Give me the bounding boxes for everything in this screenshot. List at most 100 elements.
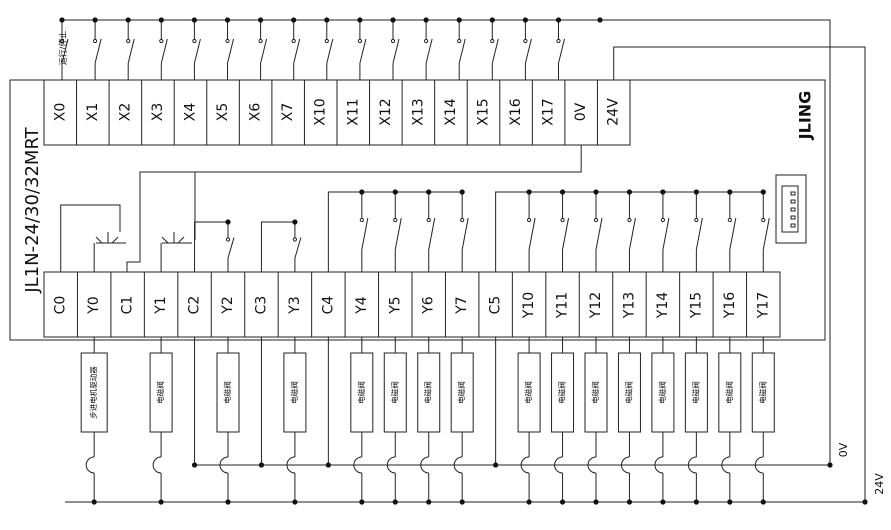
output-terminal-y7: Y7 <box>454 296 470 314</box>
output-relay-y3 <box>294 237 302 259</box>
input-terminal-x16: X16 <box>508 98 524 125</box>
junction-dot <box>292 499 298 505</box>
wire-crossover <box>420 456 429 474</box>
switch-contact <box>225 237 231 242</box>
output-relay-y16 <box>729 217 737 250</box>
transistor-y0-icon <box>95 236 126 244</box>
switch-contact <box>457 38 462 44</box>
output-terminal-c2: C2 <box>187 296 203 315</box>
input-switch-x14 <box>458 38 466 64</box>
junction-dot <box>390 17 396 23</box>
junction-dot <box>456 17 462 23</box>
junction-dot <box>626 499 633 505</box>
wire-crossover <box>219 456 229 474</box>
wire-input-0v-to-c1 <box>126 145 582 272</box>
junction-dot <box>423 17 429 23</box>
junction-dot <box>225 499 231 505</box>
output-relay-y11 <box>562 217 570 250</box>
load-solenoid-valve <box>149 352 173 433</box>
switch-contact <box>357 38 362 44</box>
junction-dot <box>59 17 65 23</box>
load-valve-label: 电磁阀 <box>523 381 533 404</box>
wire-crossover <box>554 456 563 474</box>
junction-dot <box>559 189 566 195</box>
junction-dot <box>693 499 699 505</box>
input-switch-x16 <box>524 38 532 64</box>
run-stop-label: 运行/停止 <box>58 31 68 66</box>
input-terminal-x4: X4 <box>183 103 199 122</box>
switch-contact <box>292 237 298 242</box>
switch-contact <box>593 217 599 223</box>
output-relay-y6 <box>428 217 436 250</box>
wire-crossover <box>687 456 697 474</box>
load-valve-label: 电磁阀 <box>590 381 600 404</box>
input-terminal-x12: X12 <box>378 98 394 125</box>
input-terminal-x14: X14 <box>443 98 459 125</box>
switch-contact <box>324 38 329 44</box>
switch-contact <box>424 38 429 44</box>
junction-dot <box>426 189 432 195</box>
switch-contact <box>694 217 699 223</box>
junction-dot <box>660 499 666 505</box>
junction-dot <box>125 17 131 23</box>
wire-crossover <box>453 456 463 474</box>
junction-dot <box>862 499 868 505</box>
junction-dot <box>225 219 231 225</box>
junction-dot <box>827 462 833 468</box>
junction-dot <box>324 17 330 23</box>
input-switch-x12 <box>392 38 400 64</box>
switch-contact <box>393 217 398 223</box>
input-switch-x15 <box>491 38 499 64</box>
output-terminal-c5: C5 <box>488 296 504 315</box>
junction-dot <box>392 499 398 505</box>
junction-dot <box>459 189 465 195</box>
plc-model-label: JL1N-24/30/32MRT <box>22 126 43 293</box>
input-switch-x2 <box>127 38 135 64</box>
switch-contact <box>460 217 465 223</box>
wire-crossover <box>721 456 730 474</box>
expansion-port <box>775 174 807 244</box>
input-terminal-0v: 0V <box>573 102 589 121</box>
load-valve-label: 电磁阀 <box>289 381 299 404</box>
load-solenoid-valve <box>651 352 675 433</box>
input-terminal-x0: X0 <box>52 103 68 122</box>
junction-dot <box>158 17 164 23</box>
wire-crossover <box>654 456 663 474</box>
load-valve-label: 电磁阀 <box>389 381 399 404</box>
junction-dot <box>357 17 363 23</box>
switch-contact <box>560 217 565 223</box>
junction-dot <box>760 189 766 195</box>
junction-dot <box>760 499 766 505</box>
load-solenoid-valve <box>450 352 474 433</box>
output-relay-y17 <box>762 217 770 250</box>
input-switch-x17 <box>558 38 565 64</box>
junction-dot <box>258 462 265 468</box>
load-solenoid-valve <box>617 352 641 433</box>
output-relay-y14 <box>662 217 670 250</box>
load-solenoid-valve <box>283 352 307 433</box>
junction-dot <box>426 499 432 505</box>
output-terminal-y2: Y2 <box>220 296 236 314</box>
load-valve-label: 电磁阀 <box>155 381 165 404</box>
load-solenoid-valve <box>517 352 541 433</box>
output-relay-y12 <box>595 217 603 250</box>
junction-dot <box>359 189 365 195</box>
switch-contact <box>225 38 230 44</box>
load-solenoid-valve <box>216 352 240 433</box>
junction-dot <box>593 189 599 195</box>
wire-crossover <box>353 456 362 474</box>
junction-dot <box>597 17 603 23</box>
expansion-port-pins <box>790 191 796 228</box>
input-terminal-x1: X1 <box>85 103 101 122</box>
switch-contact <box>523 38 528 44</box>
wire-c0 <box>60 204 121 272</box>
input-switch-x1 <box>94 38 102 64</box>
switch-contact <box>627 217 632 223</box>
output-relay-y13 <box>628 217 636 250</box>
junction-dot <box>522 17 529 23</box>
load-solenoid-valve <box>417 352 441 433</box>
rail-0v-label: 0V <box>837 442 850 457</box>
switch-contact <box>727 217 732 223</box>
wire-common-c2 <box>194 221 228 272</box>
output-relay-y10 <box>528 217 536 250</box>
